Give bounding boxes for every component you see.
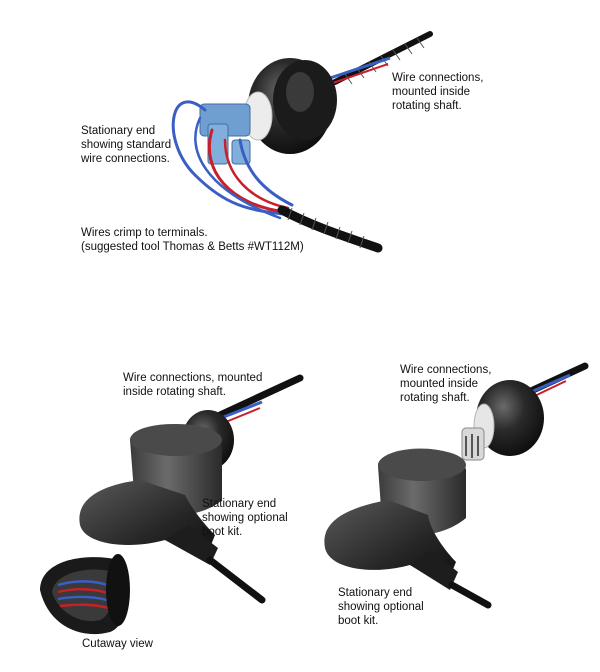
rotating-shaft-right — [461, 380, 544, 461]
spiral-wrap-bottom — [277, 205, 383, 253]
wire-loop — [171, 100, 294, 220]
label-top-wire-connections: Wire connections, mounted inside rotatin… — [392, 72, 484, 112]
label-top-stationary-end: Stationary end showing standard wire con… — [81, 125, 172, 165]
label-cutaway-view: Cutaway view — [82, 638, 153, 650]
spiral-wrap-left-tail — [206, 556, 266, 604]
spiral-wrap-right-tail — [448, 581, 492, 609]
cutaway-view-image — [40, 554, 130, 635]
label-right-wire-connections: Wire connections, mounted inside rotatin… — [400, 364, 492, 404]
boot-housing-right — [324, 448, 466, 590]
label-left-wire-connections: Wire connections, mounted inside rotatin… — [123, 372, 263, 398]
label-left-stationary-end: Stationary end showing optional boot kit… — [202, 498, 288, 538]
boot-housing-left — [79, 424, 222, 565]
label-top-wires-crimp: Wires crimp to terminals. (suggested too… — [81, 227, 304, 253]
label-right-stationary-end: Stationary end showing optional boot kit… — [338, 587, 424, 627]
